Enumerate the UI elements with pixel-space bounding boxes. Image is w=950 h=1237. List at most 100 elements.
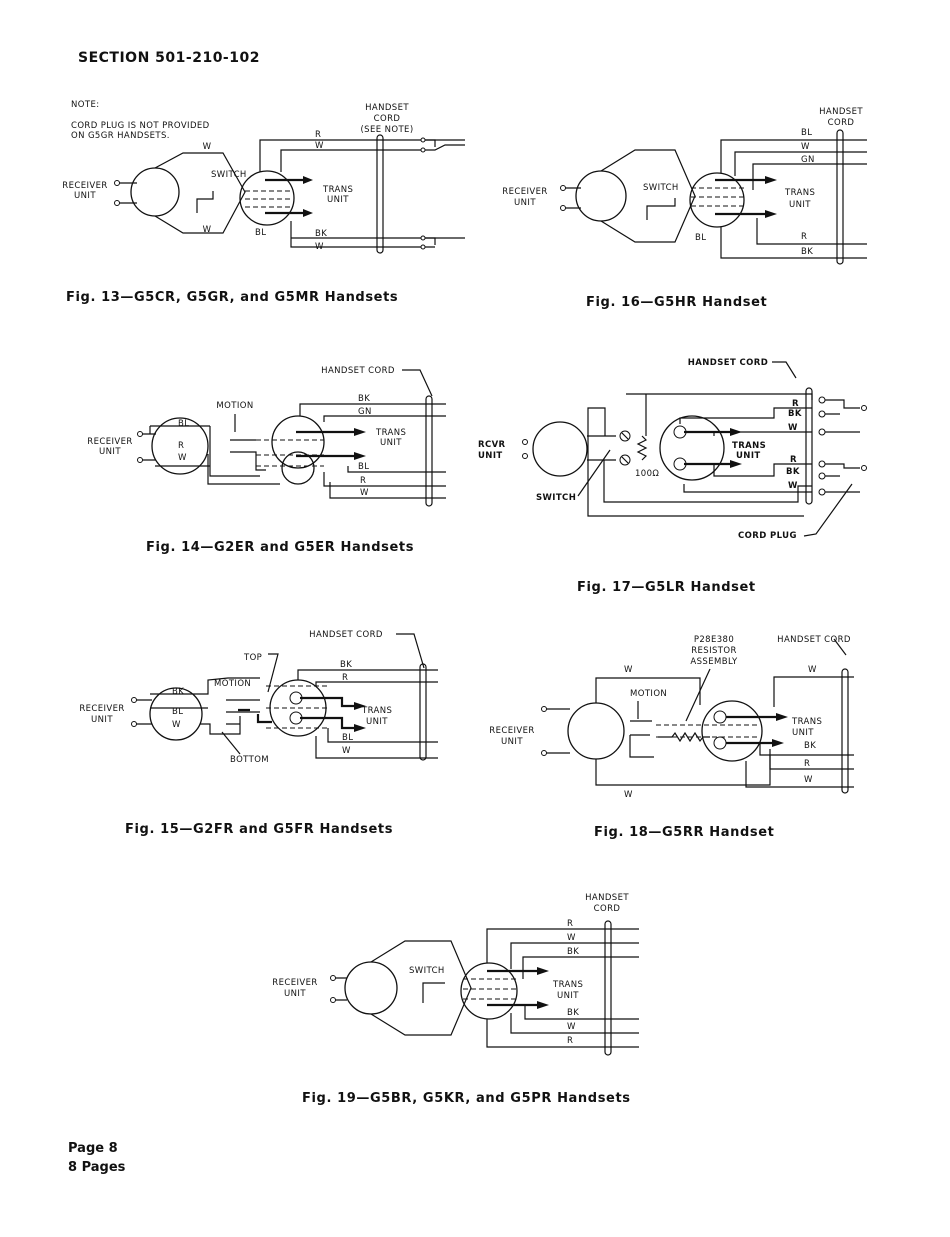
svg-text:UNIT: UNIT [478,451,503,461]
fig14-diagram: HANDSET CORD MOTION RECEIVER UNIT BL R W… [87,366,446,507]
fig18-receiver-label: RECEIVER [489,726,534,736]
fig19-trans-label: TRANS [552,980,583,990]
svg-text:W: W [801,142,810,152]
svg-text:W: W [808,665,817,675]
svg-text:BL: BL [255,228,266,238]
fig19-switch-label: SWITCH [409,966,445,976]
svg-text:BL: BL [695,233,706,243]
fig13-trans-unit [239,170,295,226]
svg-text:BK: BK [172,687,184,697]
fig15-top-label: TOP [243,653,262,663]
svg-text:BK: BK [788,409,802,419]
svg-text:UNIT: UNIT [557,991,579,1001]
svg-text:W: W [360,488,369,498]
fig17-cord-label: HANDSET CORD [688,358,768,368]
svg-text:R: R [790,455,797,465]
fig18-diagram: P28E380 RESISTOR ASSEMBLY HANDSET CORD W… [489,635,854,800]
fig18-trans-unit [701,700,763,762]
svg-text:W: W [804,775,813,785]
svg-text:W: W [624,790,633,800]
svg-text:W: W [203,142,212,152]
svg-text:100Ω: 100Ω [635,469,659,479]
fig14-receiver-unit [151,417,209,475]
fig17-plug-label: CORD PLUG [738,531,797,541]
svg-text:W: W [567,933,576,943]
svg-text:BL: BL [358,462,369,472]
svg-text:CORD: CORD [594,904,621,914]
svg-text:W: W [203,225,212,235]
svg-text:UNIT: UNIT [284,989,306,999]
fig14-trans-unit-1 [271,415,325,469]
svg-text:(SEE NOTE): (SEE NOTE) [360,125,413,135]
svg-text:R: R [178,441,184,451]
svg-text:R: R [315,130,321,140]
fig13-caption: Fig. 13—G5CR, G5GR, and G5MR Handsets [66,290,399,305]
svg-text:BL: BL [801,128,812,138]
fig17-trans-label: TRANS [732,441,766,451]
fig15-trans-label: TRANS [361,706,392,716]
svg-text:UNIT: UNIT [514,198,536,208]
fig13-note-line2: ON G5GR HANDSETS. [71,131,170,141]
page-count: 8 Pages [68,1160,126,1175]
fig15-receiver-label: RECEIVER [79,704,124,714]
svg-text:UNIT: UNIT [327,195,349,205]
svg-text:R: R [792,399,799,409]
svg-text:BK: BK [358,394,370,404]
fig16-trans-unit [689,172,745,228]
fig14-receiver-label: RECEIVER [87,437,132,447]
svg-text:W: W [624,665,633,675]
fig16-trans-label: TRANS [784,188,815,198]
fig17-switch-label: SWITCH [536,493,576,503]
fig14-trans-label: TRANS [375,428,406,438]
fig19-caption: Fig. 19—G5BR, G5KR, and G5PR Handsets [302,1091,631,1106]
svg-text:BK: BK [315,229,327,239]
svg-text:ASSEMBLY: ASSEMBLY [690,657,738,667]
svg-text:UNIT: UNIT [366,717,388,727]
page-number: Page 8 [68,1141,118,1156]
fig13-note-line1: CORD PLUG IS NOT PROVIDED [71,121,210,131]
section-header: SECTION 501-210-102 [78,50,260,66]
fig19-receiver-label: RECEIVER [272,978,317,988]
svg-text:R: R [567,919,573,929]
fig14-motion-label: MOTION [216,401,253,411]
svg-text:RESISTOR: RESISTOR [691,646,737,656]
fig16-cord-label: HANDSET [819,107,863,117]
svg-text:BK: BK [340,660,352,670]
svg-text:BL: BL [172,707,183,717]
svg-text:W: W [788,481,798,491]
fig14-cord-label: HANDSET CORD [321,366,395,376]
svg-text:BK: BK [567,1008,579,1018]
fig19-cord-label: HANDSET [585,893,629,903]
svg-text:GN: GN [801,155,815,165]
fig16-switch-label: SWITCH [643,183,679,193]
fig16-diagram: HANDSET CORD RECEIVER UNIT SWITCH TRANS … [502,107,867,265]
svg-text:BK: BK [801,247,813,257]
fig15-cord-label: HANDSET CORD [309,630,383,640]
fig15-receiver-unit [149,687,203,741]
fig17-rcvr-label: RCVR [478,440,506,450]
svg-text:UNIT: UNIT [91,715,113,725]
fig18-motion-label: MOTION [630,689,667,699]
svg-text:W: W [178,453,187,463]
fig13-receiver-label: RECEIVER [62,181,107,191]
fig13-diagram: NOTE: CORD PLUG IS NOT PROVIDED ON G5GR … [62,100,465,254]
fig17-diagram: HANDSET CORD RCVR UNIT 100Ω TRANS UNIT S… [478,358,867,541]
fig16-caption: Fig. 16—G5HR Handset [586,295,768,310]
fig13-trans-label: TRANS [322,185,353,195]
svg-text:CORD: CORD [374,114,401,124]
svg-text:UNIT: UNIT [501,737,523,747]
svg-text:GN: GN [358,407,372,417]
fig18-trans-label: TRANS [791,717,822,727]
svg-text:W: W [315,141,324,151]
svg-text:UNIT: UNIT [789,200,811,210]
fig16-receiver-label: RECEIVER [502,187,547,197]
svg-text:UNIT: UNIT [74,191,96,201]
fig18-resistor-label: P28E380 [694,635,734,645]
svg-text:R: R [804,759,810,769]
svg-text:R: R [567,1036,573,1046]
svg-text:R: R [801,232,807,242]
svg-text:W: W [342,746,351,756]
fig18-caption: Fig. 18—G5RR Handset [594,825,775,840]
svg-text:W: W [172,720,181,730]
svg-text:R: R [360,476,366,486]
